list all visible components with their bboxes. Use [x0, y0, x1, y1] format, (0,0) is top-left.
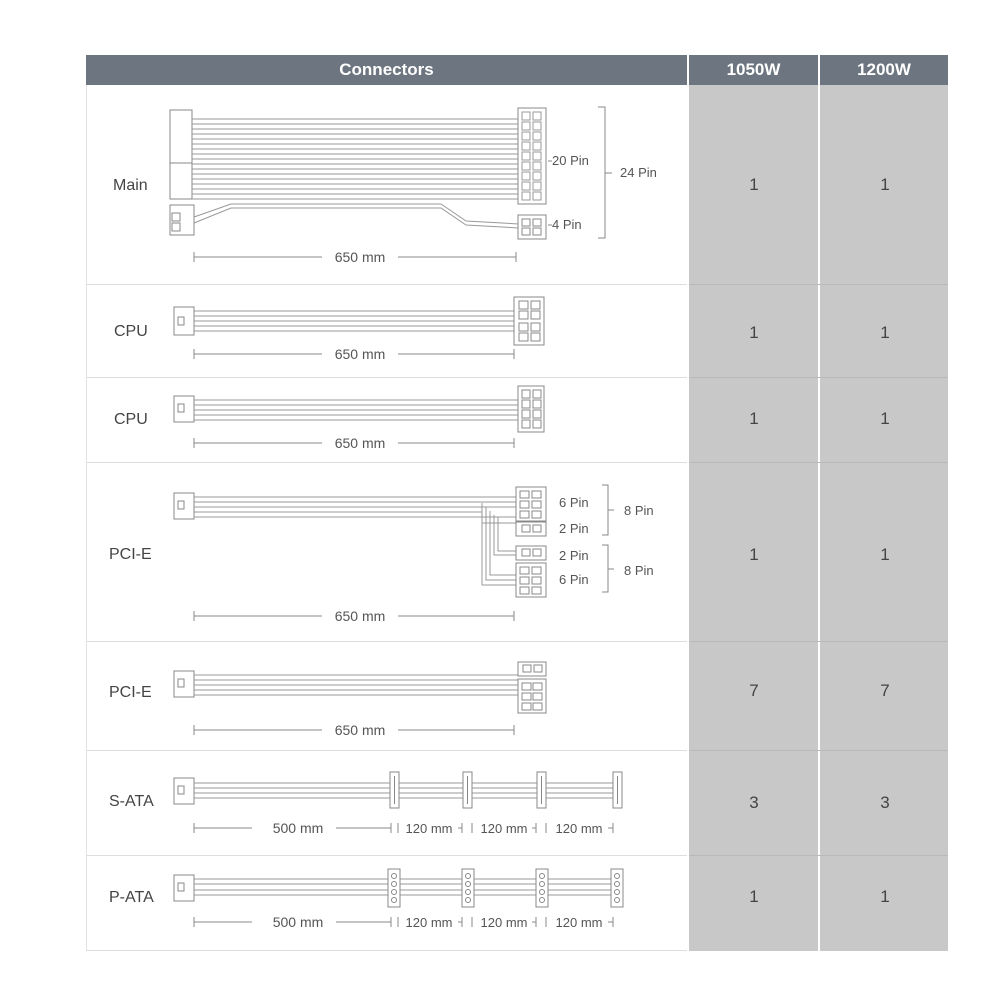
connector-table: Connectors 1050W 1200W Main CPU CPU PCI-… [86, 55, 948, 951]
row-divider [86, 641, 687, 642]
row-divider [689, 750, 948, 751]
row-divider [86, 462, 687, 463]
main-length-label: 650 mm [335, 249, 386, 265]
count-1200w-cpu: 1 [880, 409, 890, 428]
row-label-cpu: CPU [114, 323, 148, 340]
count-1050w-pcie: 1 [749, 545, 759, 564]
header-connectors: Connectors [86, 55, 687, 85]
column-1200w-bg [820, 85, 948, 951]
header-1200w: 1200W [820, 55, 948, 85]
pcie-6pin-label: 6 Pin [559, 495, 589, 510]
pcie-2pin-label: 2 Pin [559, 548, 589, 563]
row-divider [689, 855, 948, 856]
pata-segment-label: 120 mm [481, 915, 528, 930]
row-divider [86, 750, 687, 751]
row-divider [689, 641, 948, 642]
pcie-cable-illustration [173, 661, 547, 735]
row-label-pcie: PCI-E [109, 546, 152, 563]
row-divider [689, 284, 948, 285]
row-divider [689, 462, 948, 463]
row-label-sata: S-ATA [109, 793, 154, 810]
cable-diagrams: 20 Pin 4 Pin 24 Pin 6 Pin 2 Pin 8 Pin 2 … [169, 106, 657, 930]
row-divider [86, 855, 687, 856]
pcie-8pin-label: 8 Pin [624, 563, 654, 578]
row-divider [689, 377, 948, 378]
count-1200w-pcie: 1 [880, 545, 890, 564]
count-1200w-pcie: 7 [880, 681, 890, 700]
pcie-dual-cable-illustration [173, 484, 614, 621]
count-1050w-cpu: 1 [749, 409, 759, 428]
cpu-cable-illustration-1 [173, 296, 545, 359]
pcie-6pin-label: 6 Pin [559, 572, 589, 587]
main-cable-illustration [169, 106, 612, 262]
row-label-pcie: PCI-E [109, 684, 152, 701]
count-1200w-cpu: 1 [880, 323, 890, 342]
main-24pin-label: 24 Pin [620, 165, 657, 180]
sata-segment-label: 120 mm [556, 821, 603, 836]
cpu-length-label: 650 mm [335, 346, 386, 362]
row-divider [86, 950, 687, 951]
cpu-cable-illustration-2 [173, 385, 545, 448]
row-label-pata: P-ATA [109, 889, 154, 906]
pata-segment-label: 120 mm [406, 915, 453, 930]
count-1050w-pata: 1 [749, 887, 759, 906]
main-20pin-label: 20 Pin [552, 153, 589, 168]
sata-cable-illustration [173, 771, 623, 833]
pata-segment-label: 120 mm [556, 915, 603, 930]
count-1050w-sata: 3 [749, 793, 759, 812]
row-divider [86, 377, 687, 378]
pcie-length-label: 650 mm [335, 608, 386, 624]
main-4pin-label: 4 Pin [552, 217, 582, 232]
pata-length-label: 500 mm [273, 914, 324, 930]
count-1200w-main: 1 [880, 175, 890, 194]
table-border-left [86, 85, 87, 951]
pcie-8pin-label: 8 Pin [624, 503, 654, 518]
count-1050w-main: 1 [749, 175, 759, 194]
count-1050w-cpu: 1 [749, 323, 759, 342]
row-label-cpu: CPU [114, 411, 148, 428]
sata-length-label: 500 mm [273, 820, 324, 836]
cpu-length-label: 650 mm [335, 435, 386, 451]
count-1200w-sata: 3 [880, 793, 890, 812]
pcie-length-label: 650 mm [335, 722, 386, 738]
count-1200w-pata: 1 [880, 887, 890, 906]
row-label-main: Main [113, 177, 148, 194]
sata-segment-label: 120 mm [481, 821, 528, 836]
count-1050w-pcie: 7 [749, 681, 759, 700]
sata-segment-label: 120 mm [406, 821, 453, 836]
row-divider [86, 284, 687, 285]
column-1050w-bg [689, 85, 818, 951]
header-1050w: 1050W [689, 55, 818, 85]
pata-cable-illustration [173, 868, 624, 927]
pcie-2pin-label: 2 Pin [559, 521, 589, 536]
